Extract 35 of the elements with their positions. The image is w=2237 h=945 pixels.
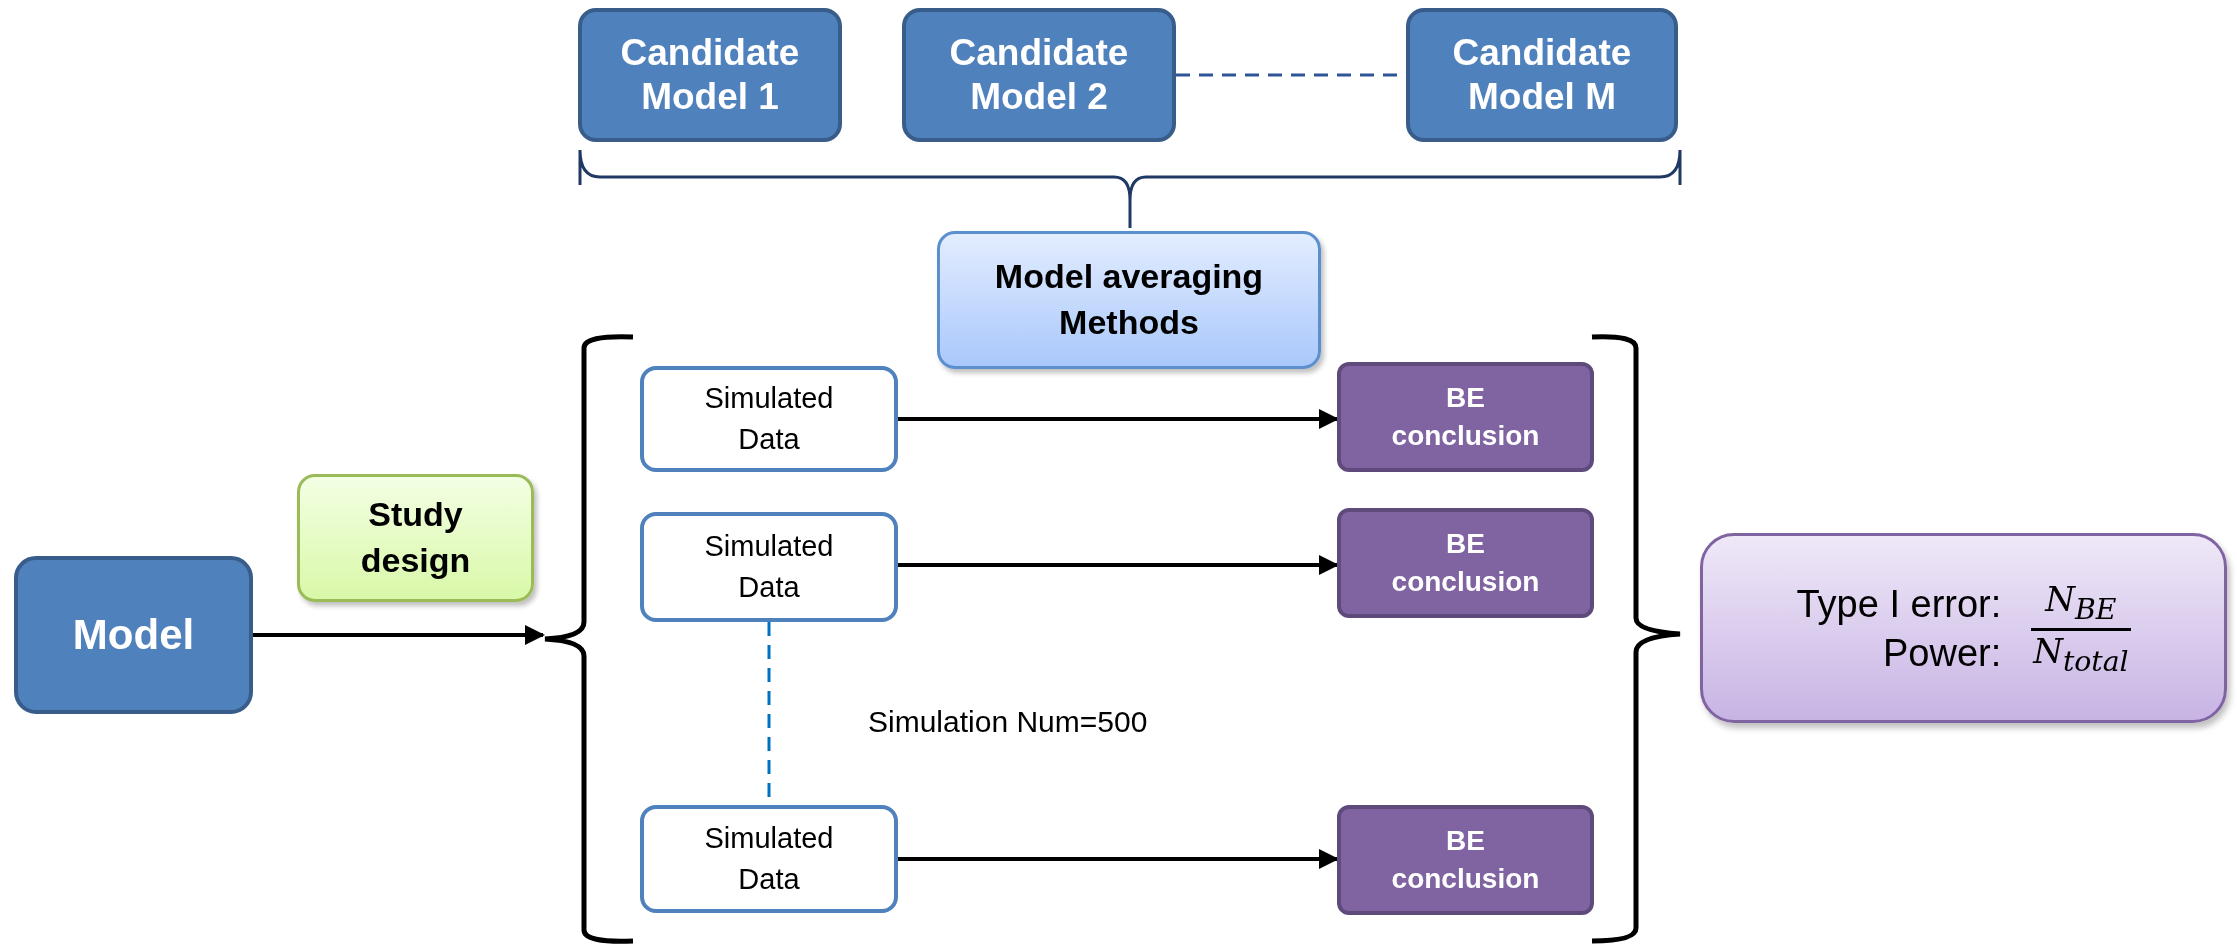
data-box (640, 512, 898, 622)
formula-numerator: N$_{BE}$ (2031, 578, 2131, 631)
model-box (902, 8, 1176, 142)
data-box (640, 366, 898, 472)
method-box (937, 231, 1321, 369)
conclusion-box (1337, 508, 1594, 618)
node-label: Candidate Model 2 (948, 30, 1130, 119)
bracket (543, 333, 633, 945)
node-label: Study design (359, 494, 472, 581)
arrow (898, 409, 1339, 429)
model-box (1406, 8, 1678, 142)
result-box (1700, 533, 2227, 723)
node-label: Candidate Model M (1451, 30, 1633, 119)
metric-label: Type I error: (1796, 583, 2002, 627)
conclusion-box (1337, 805, 1594, 915)
metric-label: Power: (1882, 632, 2002, 676)
conclusion-box (1337, 362, 1594, 472)
model-box (14, 556, 253, 714)
node-label: Candidate Model 1 (619, 30, 801, 119)
annotation-text: Simulation Num=500 (868, 705, 1148, 739)
arrow (898, 849, 1339, 869)
node-label: Model averaging Methods (993, 256, 1265, 343)
node-label: BE conclusion (1391, 527, 1540, 599)
node-label: Simulated Data (703, 821, 835, 897)
node-label: BE conclusion (1391, 381, 1540, 453)
design-box (297, 474, 534, 602)
node-label: Simulated Data (703, 529, 835, 605)
formula-denominator: N$_{total}$ (2031, 630, 2130, 678)
arrow (253, 625, 545, 645)
data-box (640, 805, 898, 913)
node-label: Simulated Data (703, 381, 835, 457)
node-label: BE conclusion (1391, 824, 1540, 896)
model-box (578, 8, 842, 142)
node-label: Model (72, 611, 195, 659)
arrow (898, 555, 1339, 575)
